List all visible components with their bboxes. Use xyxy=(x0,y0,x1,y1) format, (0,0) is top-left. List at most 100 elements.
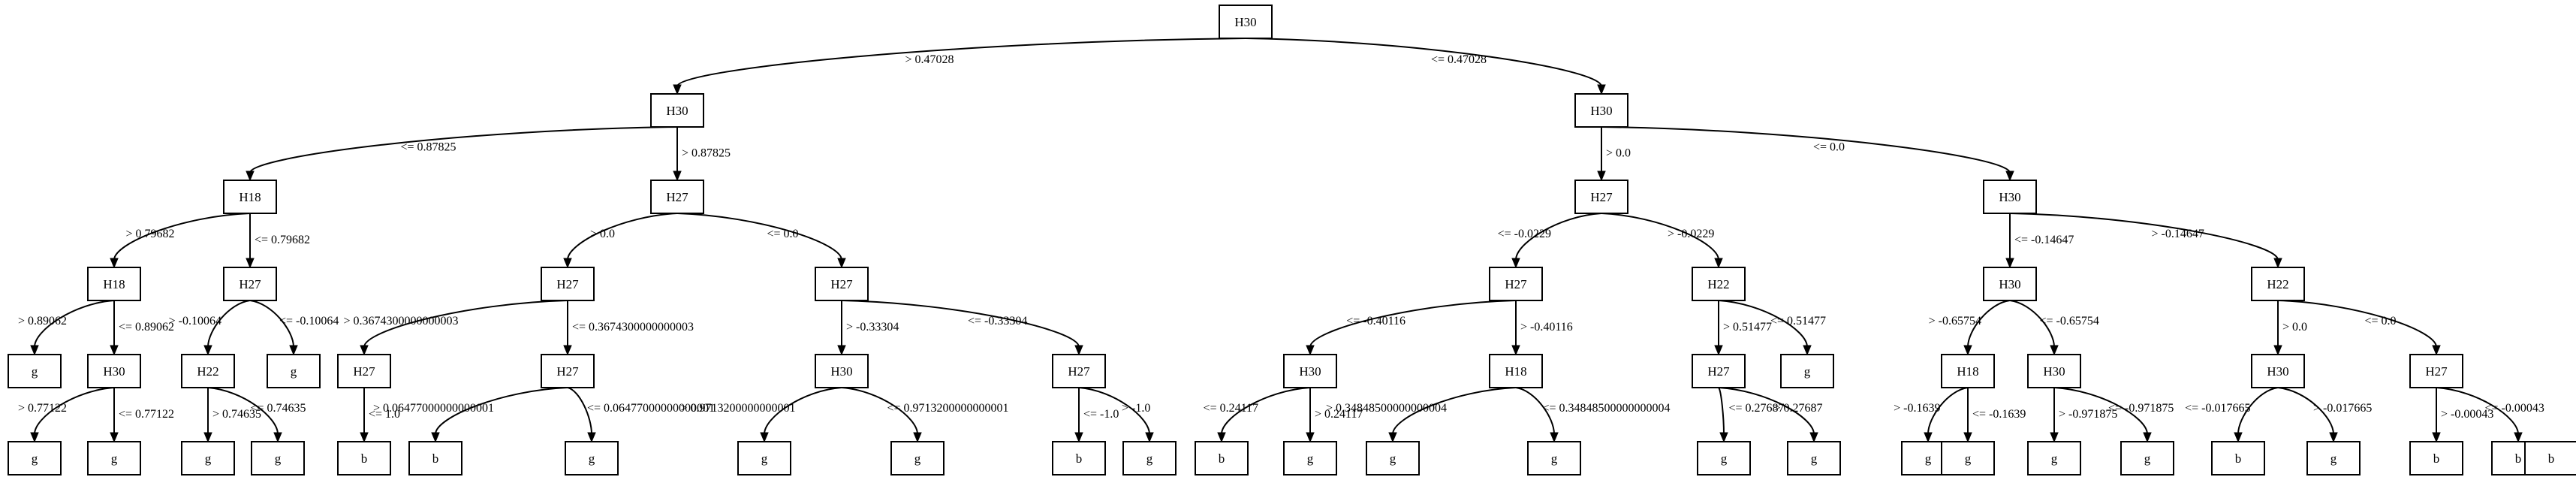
edge-line xyxy=(435,387,568,435)
edge-line xyxy=(1718,387,1725,435)
edge-line xyxy=(2277,300,2437,348)
edge-condition-label: <= 0.06477000000000001 xyxy=(587,402,715,415)
tree-edge: <= -0.40116 xyxy=(1306,300,1517,356)
leaf-node: b xyxy=(2211,441,2265,475)
node-label: H27 xyxy=(1707,364,1730,379)
leaf-node: g xyxy=(1787,441,1841,475)
node-label: g xyxy=(2144,451,2151,466)
arrow-head xyxy=(246,258,255,269)
node-box xyxy=(1983,180,2037,214)
edge-condition-label: > 0.47028 xyxy=(905,53,954,66)
node-box xyxy=(2211,441,2265,475)
edge-condition-label: <= -0.971875 xyxy=(2108,402,2174,415)
edge-condition-label: <= -0.00043 xyxy=(2485,402,2544,415)
split-node: H27 xyxy=(650,180,704,214)
split-node: H30 xyxy=(1983,267,2037,301)
node-label: g xyxy=(32,364,38,379)
tree-edge: > -0.017665 xyxy=(2277,387,2372,443)
tree-edge: > 0.87825 xyxy=(673,127,731,182)
arrow-head xyxy=(110,258,119,269)
arrow-head xyxy=(1388,432,1397,443)
node-label: H27 xyxy=(239,277,261,291)
edge-condition-label: > -0.14647 xyxy=(2152,228,2204,240)
leaf-node: g xyxy=(8,354,62,388)
edge-line xyxy=(2009,300,2055,348)
arrow-head xyxy=(587,432,596,443)
leaf-node: b xyxy=(1052,441,1106,475)
arrow-head xyxy=(2273,258,2282,269)
split-node: H22 xyxy=(181,354,235,388)
node-box xyxy=(2409,354,2463,388)
node-label: H27 xyxy=(2425,364,2448,379)
edge-condition-label: <= 1.0 xyxy=(369,408,400,421)
edge-line xyxy=(1718,300,1808,348)
node-box xyxy=(87,354,141,388)
arrow-head xyxy=(110,345,119,356)
node-label: b xyxy=(1076,451,1083,466)
node-box xyxy=(1052,354,1106,388)
arrow-head xyxy=(1809,432,1818,443)
edge-condition-label: <= 0.0 xyxy=(2365,315,2397,328)
node-label: g xyxy=(761,451,768,466)
arrow-head xyxy=(563,258,572,269)
arrow-head xyxy=(1719,432,1728,443)
split-node: H27 xyxy=(1052,354,1106,388)
arrow-head xyxy=(2432,432,2441,443)
node-box xyxy=(1697,441,1751,475)
node-box xyxy=(1692,354,1746,388)
edge-line xyxy=(2009,213,2279,261)
arrow-head xyxy=(1511,345,1520,356)
edge-condition-label: > 0.74635 xyxy=(212,408,261,421)
leaf-node: g xyxy=(2306,441,2361,475)
arrow-head xyxy=(1803,345,1812,356)
edge-condition-label: <= 0.3674300000000003 xyxy=(572,321,694,334)
tree-edge: > 0.51477 xyxy=(1714,300,1772,356)
edge-line xyxy=(249,300,294,348)
node-box xyxy=(2251,354,2305,388)
tree-edge: <= 0.47028 xyxy=(1245,38,1606,95)
edge-condition-label: <= 0.0 xyxy=(767,228,799,240)
arrow-head xyxy=(760,432,769,443)
tree-edge: > 0.79682 xyxy=(110,213,251,269)
node-box xyxy=(1052,441,1106,475)
node-box xyxy=(1574,93,1628,128)
arrow-head xyxy=(203,345,212,356)
node-label: g xyxy=(1146,451,1153,466)
leaf-node: g xyxy=(1122,441,1177,475)
edge-line xyxy=(676,213,842,261)
node-box xyxy=(337,354,391,388)
node-box xyxy=(1574,180,1628,214)
node-label: H27 xyxy=(556,277,579,291)
edge-line xyxy=(1601,213,1719,261)
arrow-head xyxy=(1597,84,1606,95)
node-label: H22 xyxy=(2267,277,2288,291)
tree-edge: > -0.14647 xyxy=(2009,213,2282,269)
edge-condition-label: > 0.06477000000000001 xyxy=(373,402,494,415)
tree-edge: <= 0.24117 xyxy=(1204,387,1311,443)
node-box xyxy=(181,354,235,388)
node-box xyxy=(2027,441,2081,475)
tree-edge: <= -0.1639 xyxy=(1963,388,2026,443)
edge-condition-label: <= -1.0 xyxy=(1083,408,1119,421)
node-label: b xyxy=(361,451,368,466)
arrow-head xyxy=(2329,432,2338,443)
tree-edge: <= 0.77122 xyxy=(110,388,174,443)
node-label: b xyxy=(2548,451,2555,466)
node-box xyxy=(8,441,62,475)
edge-condition-label: <= -0.1639 xyxy=(1972,408,2026,421)
node-label: H30 xyxy=(1999,277,2020,291)
tree-edge: <= 0.87825 xyxy=(246,126,678,182)
edge-condition-label: > -0.40116 xyxy=(1520,321,1573,334)
tree-edge: > 0.06477000000000001 xyxy=(373,387,568,443)
leaf-node: b xyxy=(1195,441,1249,475)
node-box xyxy=(1283,354,1337,388)
edge-condition-label: <= 0.9713200000000001 xyxy=(887,402,1009,415)
edge-condition-label: <= -0.14647 xyxy=(2014,234,2074,246)
edge-condition-label: > -0.65754 xyxy=(1929,315,1981,328)
arrow-head xyxy=(2273,345,2282,356)
edge-line xyxy=(567,213,678,261)
node-box xyxy=(2524,441,2576,475)
edge-line xyxy=(249,126,678,174)
node-label: H30 xyxy=(2043,364,2065,379)
